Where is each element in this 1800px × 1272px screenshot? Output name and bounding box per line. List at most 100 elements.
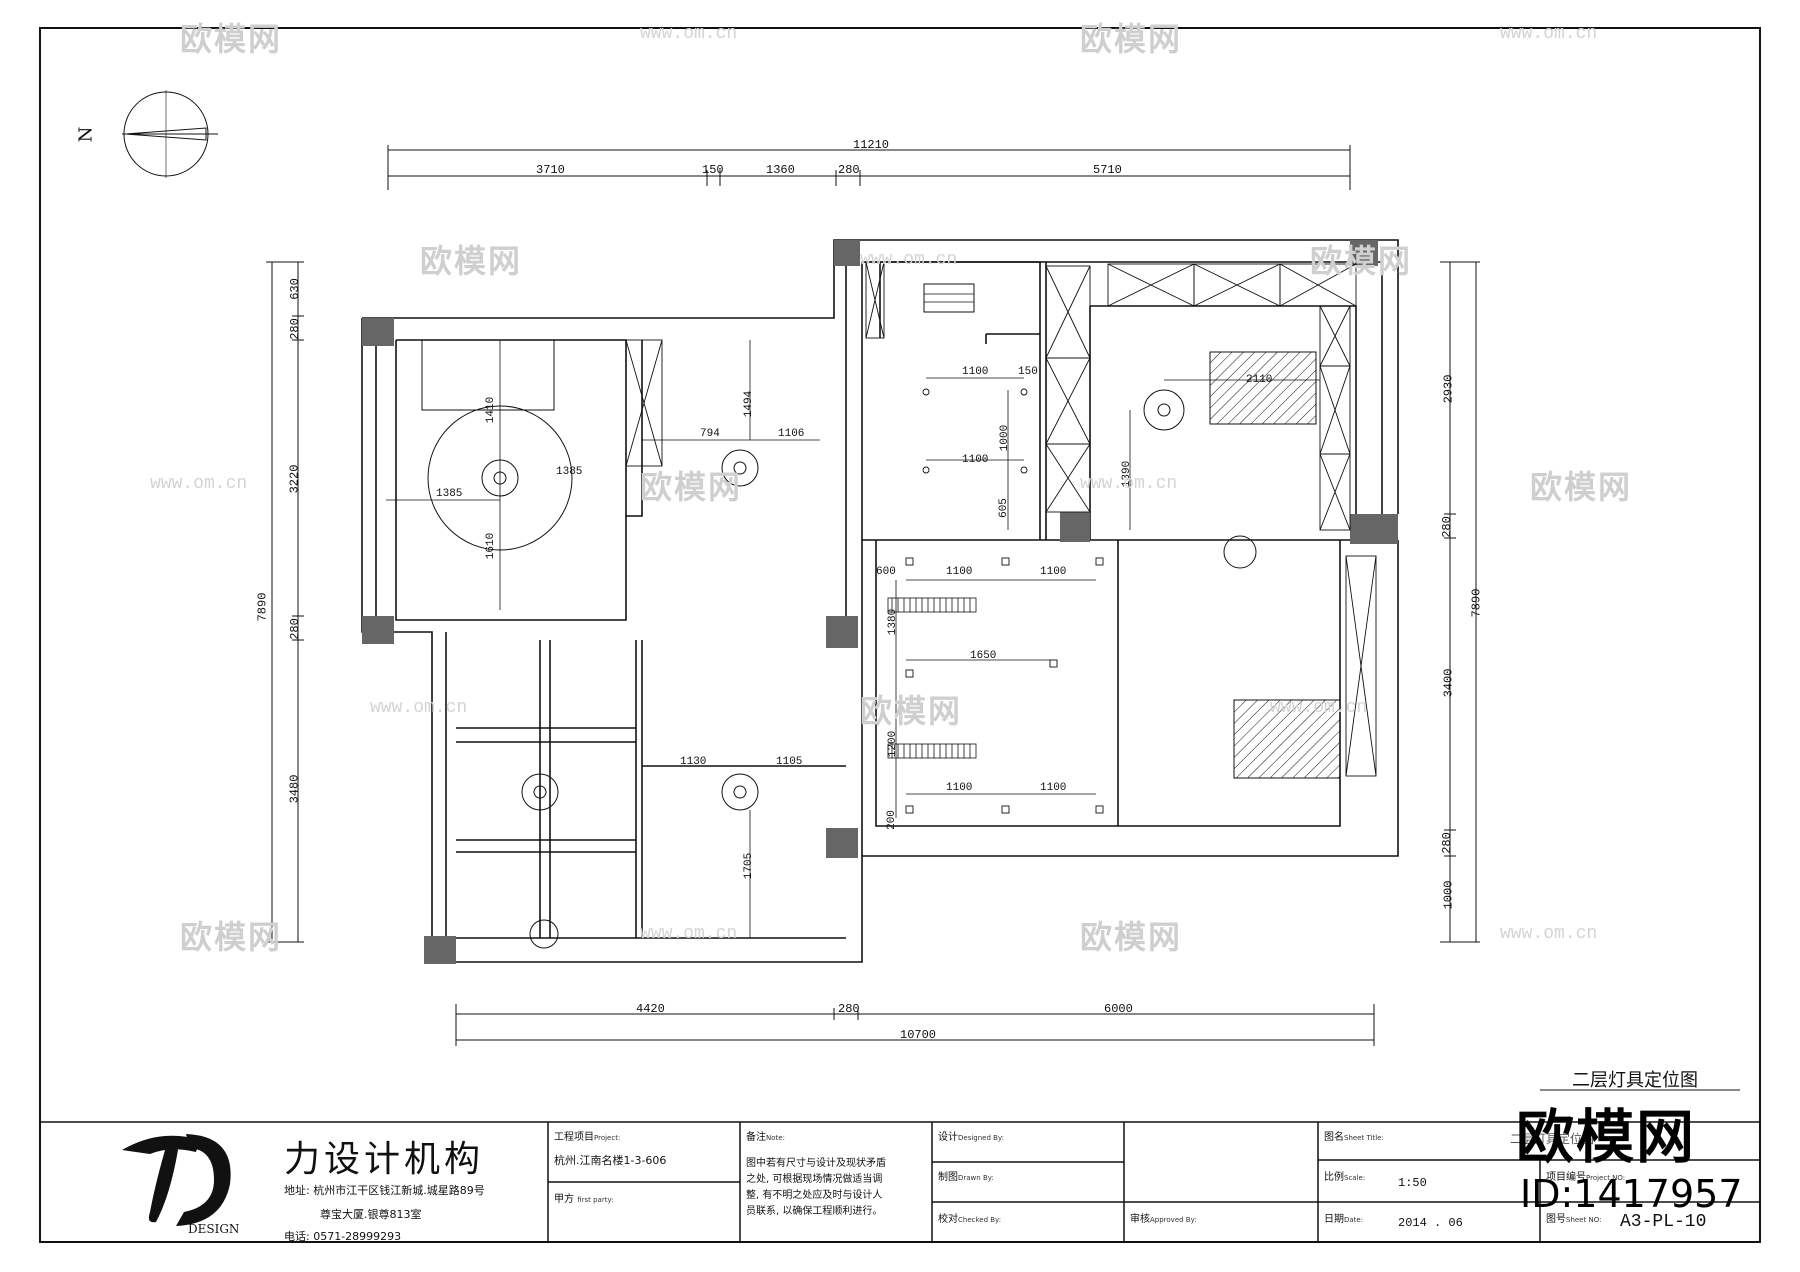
dim-interior: 1494 [743,390,756,418]
dim-interior: 1650 [970,650,997,662]
note-line-1: 图中若有尺寸与设计及现状矛盾 [746,1158,886,1169]
watermark-url: www.om.cn [860,250,958,270]
wardrobe-cabinets [625,261,1377,777]
dim-top-1: 3710 [536,163,565,177]
dim-interior: 1130 [680,756,707,768]
watermark-brand: 欧模网 [180,918,283,956]
dim-interior: 1100 [946,782,973,794]
sofa-block [421,339,555,411]
north-arrow-icon [122,90,218,178]
firm-address-1: 地址: 杭州市江干区钱江新城.城星路89号 [284,1184,485,1197]
firm-name: 力设计机构 [284,1139,485,1180]
dim-interior: 1100 [946,566,973,578]
watermark-id: ID:1417957 [1520,1172,1743,1216]
dim-bottom-3: 6000 [1104,1002,1133,1016]
dim-interior: 1200 [887,730,900,758]
designed-by-label: 设计Designed By: [938,1132,1004,1143]
watermark-url: www.om.cn [640,924,738,944]
dim-right-2: 280 [1439,516,1454,538]
dim-interior: 1000 [999,424,1012,452]
dim-interior: 1100 [1040,782,1067,794]
dim-top-5: 5710 [1093,163,1122,177]
dim-interior: 200 [885,810,898,830]
bottom-dimension-lines [455,1004,1375,1046]
note-line-3: 整, 有不明之处应及时与设计人 [746,1190,883,1201]
interior-dimension-lines [386,340,1320,938]
watermark-brand: 欧模网 [1080,918,1183,956]
dim-interior: 1610 [485,532,498,560]
dim-left-3: 3220 [287,464,302,494]
watermark-brand: 欧模网 [420,242,523,280]
title-block-grid [40,1121,1760,1242]
firm-phone: 电话: 0571-28999293 [284,1230,402,1243]
dim-interior: 1385 [436,488,463,500]
dim-interior: 605 [997,498,1010,518]
watermark-brand: 欧模网 [640,468,743,506]
dim-right-4: 280 [1439,832,1454,854]
note-label: 备注Note: [746,1132,785,1143]
project-value: 杭州.江南名楼1-3-606 [554,1154,667,1167]
watermark-brand: 欧模网 [180,20,283,58]
hatched-panel-bedroom [1209,351,1317,425]
dim-bottom-1: 4420 [636,1002,665,1016]
sheet-no-label: 图号Sheet NO: [1546,1214,1602,1225]
vent-grille [923,283,975,313]
sheet-border [39,27,1761,1243]
watermark-url: www.om.cn [370,698,468,718]
sheet-no-value: A3-PL-10 [1620,1212,1707,1232]
dim-top-2: 150 [702,163,724,177]
logo-sub: DESIGN [188,1222,240,1236]
dim-interior: 1385 [556,466,583,478]
watermark-url: www.om.cn [1270,698,1368,718]
dim-left-2: 280 [287,318,302,340]
note-line-4: 员联系, 以确保工程顺利进行。 [746,1206,883,1217]
watermark-brand-large: 欧模网 [1516,1103,1697,1171]
dim-top-4: 280 [838,163,860,177]
project-no-label: 项目编号Project NO: [1546,1172,1626,1183]
firm-logo-icon [122,1134,231,1226]
right-dimension-lines [1440,261,1480,943]
dim-interior: 1100 [962,366,989,378]
watermark-brand: 欧模网 [1080,20,1183,58]
dim-right-1: 2930 [1441,374,1456,404]
plan-walls [361,239,1399,963]
dim-interior: 1100 [962,454,989,466]
dim-interior: 2110 [1246,374,1273,386]
dim-interior: 1100 [1040,566,1067,578]
structural-columns [362,240,1398,964]
top-dimension-lines [387,145,1351,190]
dim-left-5: 3480 [287,774,302,804]
dim-right-overall: 7890 [1469,588,1484,618]
dim-interior: 1705 [743,852,756,880]
sheet-title-value: 二层灯具定位图 [1510,1132,1595,1146]
dim-top-overall: 11210 [853,138,890,152]
dim-interior: 600 [876,566,896,578]
sheet-title-label: 图名Sheet Title: [1324,1132,1384,1143]
dim-interior: 150 [1018,366,1038,378]
north-label: N [75,126,97,143]
downlights [905,388,1104,814]
watermark-url: www.om.cn [640,24,738,44]
scale-value: 1:50 [1398,1176,1427,1190]
checked-by-label: 校对Checked By: [938,1214,1002,1225]
dim-left-overall: 7890 [255,592,270,622]
dim-bottom-overall: 10700 [900,1028,937,1042]
drawn-by-label: 制图Drawn By: [938,1172,994,1183]
dim-interior: 1410 [485,396,498,424]
dim-top-3: 1360 [766,163,795,177]
party-label: 甲方 first party: [554,1194,614,1205]
dim-interior: 794 [700,428,720,440]
watermark-url: www.om.cn [1500,924,1598,944]
dim-left-1: 630 [287,278,302,300]
linear-grille-lights [887,597,977,759]
watermark-url: www.om.cn [1500,24,1598,44]
firm-address-2: 尊宝大厦.银尊813室 [320,1208,422,1221]
project-label: 工程项目Project: [554,1132,621,1143]
watermark-brand: 欧模网 [1530,468,1633,506]
watermark-brand: 欧模网 [1310,242,1413,280]
dim-right-3: 3400 [1441,668,1456,698]
date-value: 2014 . 06 [1398,1216,1463,1230]
watermark-url: www.om.cn [1080,474,1178,494]
hatched-panel-room [1233,699,1341,779]
